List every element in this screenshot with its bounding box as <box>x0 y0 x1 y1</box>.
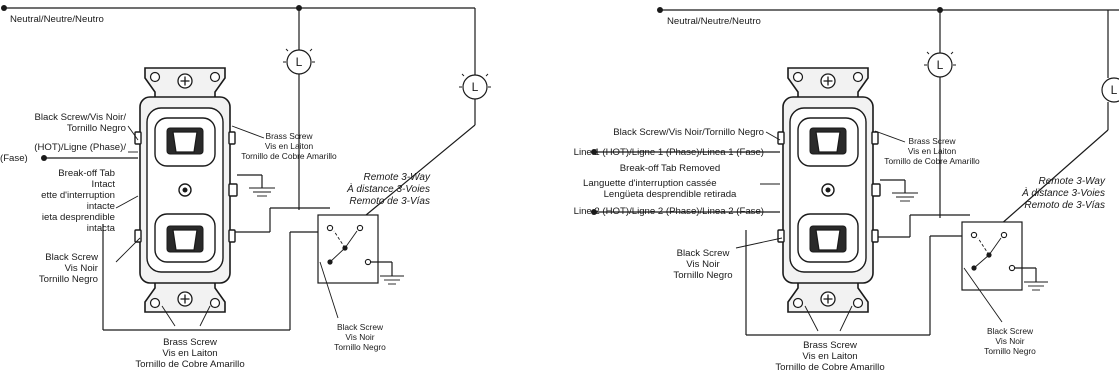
right-tab-label-3: Lengüeta desprendible retirada <box>604 189 737 200</box>
right-duplex-switch <box>777 67 881 313</box>
left-lamp-1-symbol: L <box>296 55 303 69</box>
left-duplex-switch <box>134 67 238 313</box>
left-neutral-label: Neutral/Neutre/Neutro <box>10 14 104 25</box>
right-brass-screw-bottom-label-2: Vis en Laiton <box>802 351 857 362</box>
right-remote-black-screw-label-1: Black Screw <box>987 326 1034 336</box>
left-brass-screw-right-label-1: Brass Screw <box>265 131 313 141</box>
left-remote-label-2: À distance 3-Voies <box>346 182 430 195</box>
left-brass-screw-bottom-label-3: Tornillo de Cobre Amarillo <box>135 359 244 370</box>
left-brass-screw-right-label-2: Vis en Laiton <box>265 141 314 151</box>
left-remote-black-screw-label-3: Tornillo Negro <box>334 342 386 352</box>
right-tab-label-2: Languette d'interruption cassée <box>583 178 717 189</box>
right-remote-label-1: Remote 3-Way <box>1038 176 1106 187</box>
left-black-screw-bottom-label-3: Tornillo Negro <box>39 274 98 285</box>
right-brass-screw-bottom-label-3: Tornillo de Cobre Amarillo <box>775 362 884 373</box>
left-remote-black-screw-label-2: Vis Noir <box>345 332 374 342</box>
right-brass-screw-right-label-1: Brass Screw <box>908 136 956 146</box>
right-line1-label: Line 1 (HOT)/Ligne 1 (Phase)/Linea 1 (Fa… <box>574 147 764 158</box>
right-remote-label-3: Remoto de 3-Vías <box>1024 200 1105 211</box>
left-lamp-2-symbol: L <box>472 80 479 94</box>
left-brass-screw-right-label-3: Tornillo de Cobre Amarillo <box>241 151 337 161</box>
left-lamp-1-icon <box>283 45 315 75</box>
left-tab-label-3: ette d'interruption <box>41 190 115 201</box>
left-black-screw-bottom-label-2: Vis Noir <box>65 263 99 274</box>
right-remote-label-2: À distance 3-Voies <box>1021 186 1105 199</box>
right-neutral-line <box>657 7 1119 78</box>
left-remote-label-1: Remote 3-Way <box>363 172 431 183</box>
left-remote-label-3: Remoto de 3-Vías <box>349 196 430 207</box>
right-black-screw-bottom-label-1: Black Screw <box>677 248 730 259</box>
right-black-screw-top-label: Black Screw/Vis Noir/Tornillo Negro <box>613 127 764 138</box>
left-black-screw-top-label-2: Tornillo Negro <box>67 123 126 134</box>
left-tab-label-1: Break-off Tab <box>58 168 115 179</box>
right-remote-3way-switch <box>961 221 1023 291</box>
left-tab-label-2: Intact <box>92 179 116 190</box>
left-diagram: Neutral/Neutre/Neutro L L <box>0 5 491 370</box>
right-lamp-1-symbol: L <box>937 58 944 72</box>
left-tab-label-6: intacta <box>87 223 116 234</box>
left-neutral-line <box>1 5 476 75</box>
left-black-screw-bottom-label-1: Black Screw <box>45 252 98 263</box>
right-lamp-2-symbol: L <box>1111 83 1118 97</box>
right-diagram: Neutral/Neutre/Neutro L L <box>574 7 1119 373</box>
right-black-screw-bottom-label-3: Tornillo Negro <box>673 270 732 281</box>
left-black-screw-top-label-1: Black Screw/Vis Noir/ <box>34 112 126 123</box>
left-remote-3way-switch <box>317 214 379 284</box>
right-remote-black-screw-label-2: Vis Noir <box>995 336 1024 346</box>
right-remote-black-screw-label-3: Tornillo Negro <box>984 346 1036 356</box>
right-brass-screw-right-label-3: Tornillo de Cobre Amarillo <box>884 156 980 166</box>
left-brass-screw-bottom-label-1: Brass Screw <box>163 337 217 348</box>
right-brass-screw-bottom-label-1: Brass Screw <box>803 340 857 351</box>
left-tab-label-4: intacte <box>87 201 115 212</box>
left-hot-label-2: (Fase) <box>0 153 28 164</box>
left-hot-label-1: (HOT)/Ligne (Phase)/ <box>34 142 126 153</box>
right-lamp-2-icon <box>1101 77 1119 103</box>
right-tab-label-1: Break-off Tab Removed <box>620 163 720 174</box>
left-tab-label-5: ieta desprendible <box>42 212 115 223</box>
left-remote-black-screw-label-1: Black Screw <box>337 322 384 332</box>
right-neutral-label: Neutral/Neutre/Neutro <box>667 16 761 27</box>
right-black-screw-bottom-label-2: Vis Noir <box>686 259 720 270</box>
left-brass-screw-bottom-label-2: Vis en Laiton <box>162 348 217 359</box>
right-brass-screw-right-label-2: Vis en Laiton <box>908 146 957 156</box>
right-line2-label: Line 2 (HOT)/Ligne 2 (Phase)/Linea 2 (Fa… <box>574 206 764 217</box>
